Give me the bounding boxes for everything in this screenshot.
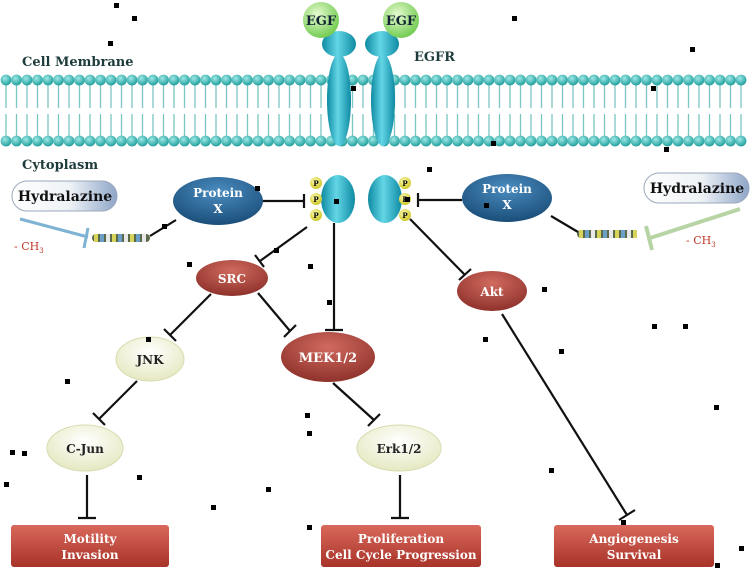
svg-text:Protein: Protein (482, 182, 532, 196)
hydralazine-left: Hydralazine - CH3 (11, 180, 118, 255)
edge-akt-angiogenesis (501, 313, 628, 516)
noise-dots (4, 3, 744, 568)
hydralazine-left-inhibitor (19, 217, 89, 239)
methyl-group-left: - CH3 (14, 240, 44, 255)
svg-text:P: P (402, 179, 408, 188)
svg-text:X: X (502, 198, 512, 212)
outcome-proliferation: Proliferation Cell Cycle Progression (321, 525, 481, 567)
edge-src-mek (257, 292, 291, 332)
protein-x-right: Protein X (462, 174, 552, 222)
svg-text:SRC: SRC (218, 272, 246, 286)
egf-ligand-right: EGF (383, 2, 419, 38)
outcome-angiogenesis-survival: Angiogenesis Survival (554, 525, 714, 567)
svg-text:Hydralazine: Hydralazine (18, 189, 112, 205)
hydralazine-right: Hydralazine - CH3 (643, 172, 750, 251)
cell-membrane-label: Cell Membrane (22, 55, 134, 70)
svg-text:Proliferation: Proliferation (358, 532, 444, 546)
protein-x-left: Protein X (173, 177, 263, 225)
svg-text:Erk1/2: Erk1/2 (377, 442, 422, 456)
svg-text:Hydralazine: Hydralazine (650, 181, 744, 197)
edge-src-jnk (169, 293, 212, 336)
svg-text:P: P (313, 211, 319, 220)
svg-text:Protein: Protein (193, 186, 243, 200)
outcome-motility-invasion: Motility Invasion (11, 525, 169, 567)
svg-text:C-Jun: C-Jun (66, 442, 104, 456)
svg-text:Cell Cycle Progression: Cell Cycle Progression (325, 548, 476, 562)
svg-text:Akt: Akt (479, 285, 504, 299)
svg-text:P: P (402, 211, 408, 220)
methyl-group-right: - CH3 (686, 234, 716, 249)
svg-text:P: P (313, 179, 319, 188)
phosphate-left-3: P (310, 209, 322, 221)
svg-text:Angiogenesis: Angiogenesis (588, 532, 679, 546)
hydralazine-right-inhibitor (649, 207, 741, 240)
svg-text:Motility: Motility (63, 532, 117, 546)
cytoplasm-label: Cytoplasm (22, 158, 98, 173)
svg-text:Invasion: Invasion (61, 548, 118, 562)
phosphate-right-3: P (399, 209, 411, 221)
egfr-receptor (321, 31, 402, 223)
edge-receptor-akt (409, 218, 466, 276)
svg-text:EGF: EGF (386, 14, 417, 29)
egf-ligand-left: EGF (303, 2, 339, 38)
edge-mek-erk (332, 382, 375, 421)
cell-membrane (0, 74, 747, 147)
phosphate-left-2: P (310, 193, 322, 205)
node-akt: Akt (457, 271, 527, 311)
pathway-edges (78, 193, 636, 521)
node-jnk: JNK (115, 336, 185, 382)
phosphate-right-1: P (399, 177, 411, 189)
dna-strand-left (92, 234, 150, 242)
edge-jnk-cjun (98, 380, 138, 420)
node-cjun: C-Jun (46, 424, 124, 472)
phosphate-left-1: P (310, 177, 322, 189)
svg-text:Survival: Survival (607, 548, 662, 562)
node-mek: MEK1/2 (281, 332, 375, 382)
svg-text:P: P (313, 195, 319, 204)
svg-text:X: X (213, 202, 223, 216)
svg-text:EGF: EGF (306, 14, 337, 29)
svg-text:MEK1/2: MEK1/2 (299, 351, 357, 366)
egfr-label: EGFR (414, 50, 455, 65)
node-src: SRC (196, 260, 268, 296)
node-erk: Erk1/2 (356, 424, 442, 472)
edge-proteinx-right-dna (550, 215, 579, 233)
dna-strand-right (577, 230, 637, 238)
edge-receptor-src (259, 226, 308, 262)
svg-text:JNK: JNK (135, 353, 164, 367)
